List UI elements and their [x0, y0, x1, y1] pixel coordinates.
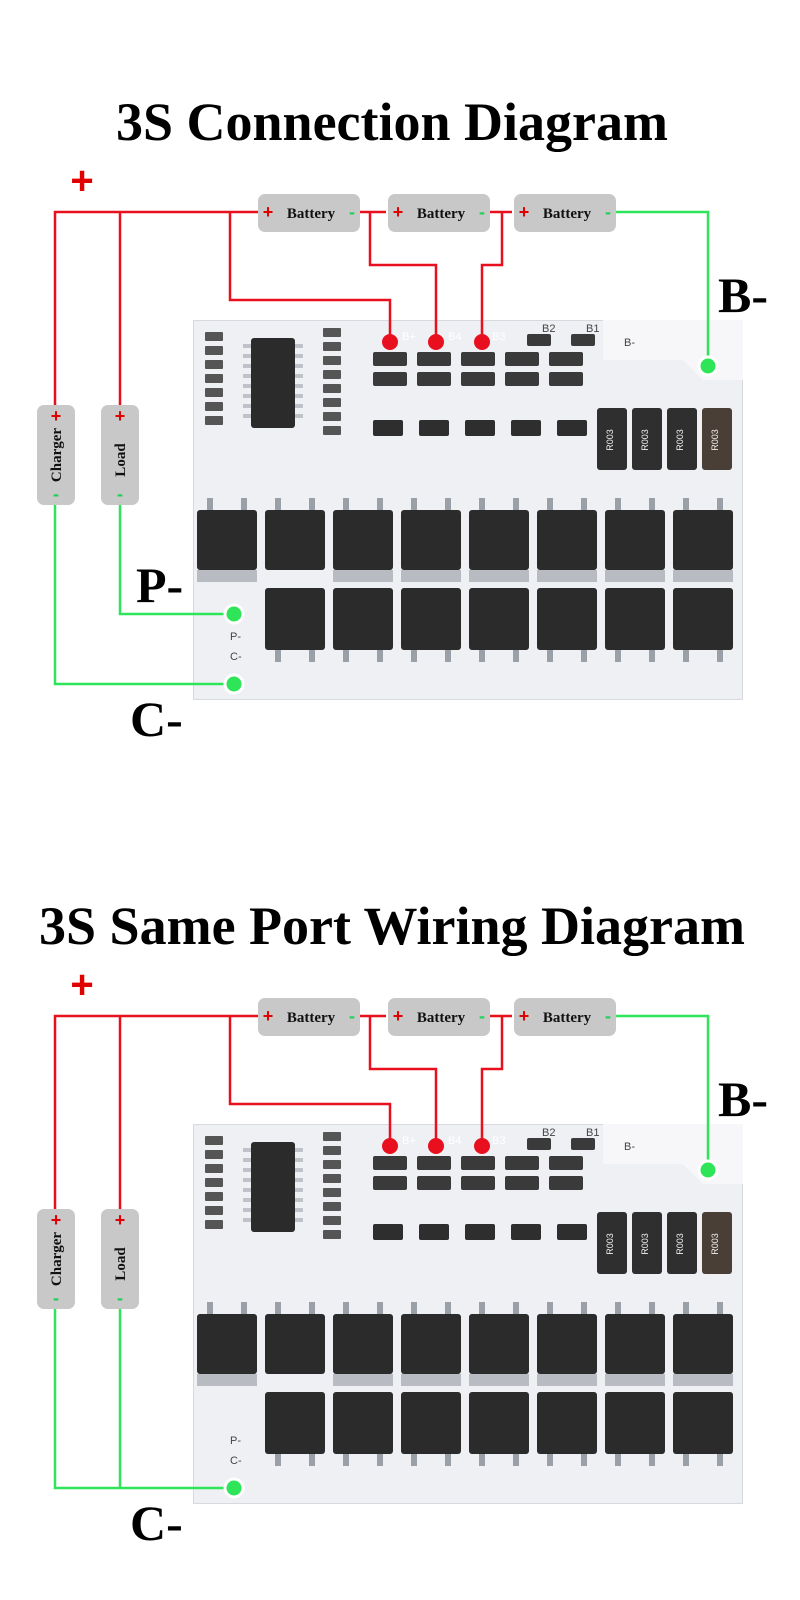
load-minus-sign: -	[117, 484, 123, 504]
p-minus-label: P-	[136, 557, 183, 613]
pin-label-b3: B3	[492, 331, 505, 343]
negative-wires	[53, 1014, 710, 1490]
terminal-p-minus	[223, 603, 245, 625]
pin-label-c-minus: C-	[230, 651, 242, 663]
resistor-label: R003	[605, 1233, 615, 1255]
positive-wires	[53, 1014, 512, 1214]
battery-label: Battery	[417, 206, 466, 222]
pin-label-c-minus: C-	[230, 1455, 242, 1467]
diagram-title: 3S Same Port Wiring Diagram	[39, 896, 745, 956]
battery-minus-sign: -	[479, 202, 485, 222]
b-minus-label: B-	[718, 267, 768, 323]
charger-minus-sign: -	[53, 1288, 59, 1308]
terminal-b3	[474, 1138, 490, 1154]
resistor-label: R003	[675, 1233, 685, 1255]
battery-cell-1: + Battery -	[258, 998, 360, 1036]
battery-plus-sign: +	[519, 1006, 530, 1026]
charger-box: + Charger -	[37, 405, 75, 505]
b-minus-label: B-	[718, 1071, 768, 1127]
pin-label-b1: B1	[586, 1127, 599, 1139]
battery-cell-2: + Battery -	[388, 194, 490, 232]
resistor-label: R003	[605, 429, 615, 451]
battery-plus-sign: +	[393, 202, 404, 222]
charger-plus-sign: +	[51, 1210, 62, 1230]
battery-label: Battery	[417, 1010, 466, 1026]
load-plus-sign: +	[115, 406, 126, 426]
battery-label: Battery	[287, 206, 336, 222]
load-box: + Load -	[101, 1209, 139, 1309]
load-label: Load	[113, 1247, 129, 1281]
negative-wires	[53, 210, 710, 686]
pin-label-b4: B4	[448, 331, 461, 343]
resistor-label: R003	[640, 1233, 650, 1255]
resistor-label: R003	[640, 429, 650, 451]
positive-terminal-sign: +	[70, 963, 93, 1007]
load-box: + Load -	[101, 405, 139, 505]
bms-board	[193, 320, 743, 700]
c-minus-label: C-	[130, 691, 183, 747]
load-label: Load	[113, 443, 129, 477]
charger-label: Charger	[49, 1232, 65, 1286]
resistor-label: R003	[675, 429, 685, 451]
pin-label-b-minus: B-	[624, 1141, 635, 1153]
battery-cell-3: + Battery -	[514, 194, 616, 232]
battery-label: Battery	[543, 206, 592, 222]
terminal-b3	[474, 334, 490, 350]
battery-cell-2: + Battery -	[388, 998, 490, 1036]
pin-label-b-plus: B+	[402, 1135, 416, 1147]
pin-label-p-minus: P-	[230, 1435, 241, 1447]
pin-label-b3: B3	[492, 1135, 505, 1147]
positive-wires	[53, 210, 512, 410]
pin-label-b2: B2	[542, 323, 555, 335]
load-plus-sign: +	[115, 1210, 126, 1230]
battery-cell-1: + Battery -	[258, 194, 360, 232]
terminal-c-minus	[223, 1477, 245, 1499]
battery-minus-sign: -	[349, 202, 355, 222]
load-minus-sign: -	[117, 1288, 123, 1308]
battery-label: Battery	[543, 1010, 592, 1026]
charger-plus-sign: +	[51, 406, 62, 426]
resistor-label: R003	[710, 1233, 720, 1255]
terminal-b4	[428, 1138, 444, 1154]
charger-label: Charger	[49, 428, 65, 482]
battery-plus-sign: +	[519, 202, 530, 222]
battery-cell-3: + Battery -	[514, 998, 616, 1036]
bms-board	[193, 1124, 743, 1504]
pin-label-p-minus: P-	[230, 631, 241, 643]
pin-label-b-plus: B+	[402, 331, 416, 343]
battery-minus-sign: -	[605, 202, 611, 222]
terminal-c-minus	[223, 673, 245, 695]
terminal-b-minus	[697, 1159, 719, 1181]
battery-plus-sign: +	[393, 1006, 404, 1026]
battery-minus-sign: -	[349, 1006, 355, 1026]
charger-box: + Charger -	[37, 1209, 75, 1309]
battery-label: Battery	[287, 1010, 336, 1026]
diagram-title: 3S Connection Diagram	[116, 92, 668, 152]
pin-label-b4: B4	[448, 1135, 461, 1147]
pin-label-b-minus: B-	[624, 337, 635, 349]
pin-label-b2: B2	[542, 1127, 555, 1139]
terminal-b-minus	[697, 355, 719, 377]
battery-minus-sign: -	[479, 1006, 485, 1026]
diagram-same-port: 3S Same Port Wiring Diagram + B+ B4 B3 B…	[37, 896, 768, 1551]
battery-plus-sign: +	[263, 202, 274, 222]
c-minus-label: C-	[130, 1495, 183, 1551]
terminal-b4	[428, 334, 444, 350]
terminal-b-plus	[382, 334, 398, 350]
positive-terminal-sign: +	[70, 159, 93, 203]
pin-label-b1: B1	[586, 323, 599, 335]
battery-plus-sign: +	[263, 1006, 274, 1026]
terminal-b-plus	[382, 1138, 398, 1154]
charger-minus-sign: -	[53, 484, 59, 504]
diagram-connection: 3S Connection Diagram + B+ B4 B3 B2 B1 B…	[37, 92, 768, 747]
resistor-label: R003	[710, 429, 720, 451]
battery-minus-sign: -	[605, 1006, 611, 1026]
